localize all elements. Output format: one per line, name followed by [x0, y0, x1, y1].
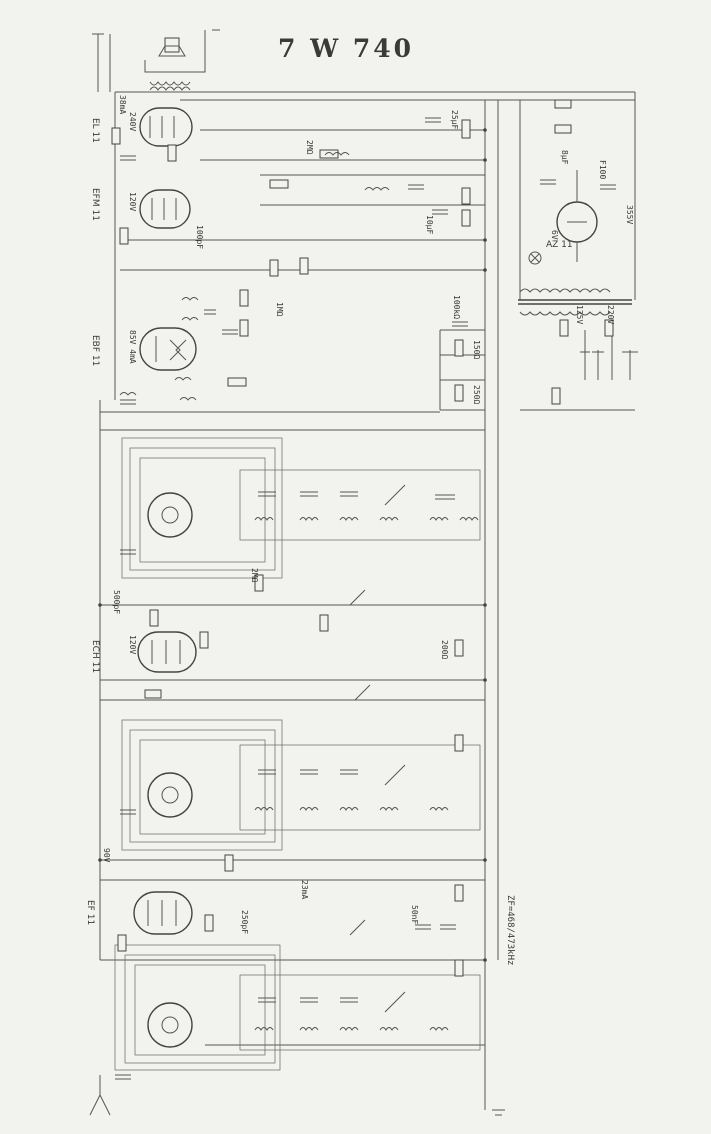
diagram-title: 7 W 740	[278, 34, 415, 63]
passive-components	[98, 99, 616, 1080]
band-switch-lower	[114, 944, 281, 1071]
tube-voltage-efm11: 120V	[128, 192, 137, 212]
coil-bank-upper	[239, 469, 481, 541]
tube-voltage-ebf11: 85V 4mA	[128, 330, 137, 364]
cap-50nf-label: 50nF	[410, 905, 419, 925]
loudspeaker	[92, 29, 220, 92]
tube-label-efm11: EFM 11	[90, 188, 100, 221]
band-switch-middle	[121, 719, 283, 851]
coil-bank-lower	[239, 974, 481, 1051]
heater-6v-label: 6V	[550, 230, 559, 240]
res-2meg-lower-label: 2MΩ	[250, 568, 259, 583]
tube-voltage-el11: 240V	[128, 112, 137, 132]
tube-label-el11: EL 11	[90, 118, 100, 144]
res-150-label: 150Ω	[472, 340, 481, 360]
band-switch-upper	[121, 437, 283, 579]
if-frequency-label: ZF=468/473kHz	[505, 895, 515, 966]
tube-efm11	[139, 189, 191, 229]
tube-ech11	[137, 631, 197, 673]
tap-220v-label: 220V	[606, 305, 615, 325]
current-23ma-label: 23mA	[300, 880, 309, 900]
voltage-355v-label: 355V	[625, 205, 634, 225]
tube-el11	[139, 107, 193, 147]
cap-25uf-label: 25µF	[450, 110, 459, 130]
current-38ma-label: 38mA	[118, 95, 127, 115]
tube-label-ef11: EF 11	[85, 900, 95, 926]
fuse-f100-label: F100	[598, 160, 607, 180]
tube-label-ebf11: EBF 11	[90, 335, 100, 367]
tube-voltage-ef11: 90V	[102, 848, 111, 863]
cap-500pf-label: 500pF	[112, 590, 121, 615]
res-1meg-label: 1MΩ	[275, 302, 284, 317]
cap-8uf-label: 8µF	[560, 150, 569, 165]
main-bus-lines	[99, 91, 636, 1116]
coil-bank-middle	[239, 744, 481, 831]
cap-100pf-label: 100pF	[195, 225, 204, 250]
cap-250pf-label: 250pF	[240, 910, 249, 935]
res-100k-label: 100kΩ	[452, 295, 461, 320]
tube-ebf11	[139, 327, 197, 371]
power-transformer	[518, 251, 638, 380]
res-200-label: 200Ω	[440, 640, 449, 660]
res-250-label: 250Ω	[472, 385, 481, 405]
cap-10uf-label: 10µF	[425, 215, 434, 235]
tube-ef11	[133, 891, 193, 935]
tube-label-ech11: ECH 11	[90, 640, 100, 674]
tube-az11	[556, 170, 598, 262]
res-2meg-label: 2MΩ	[305, 140, 314, 155]
tube-voltage-ech11: 120V	[128, 635, 137, 655]
tap-125v-label: 125V	[575, 305, 584, 325]
antenna-symbol	[89, 1075, 111, 1116]
tube-label-az11: AZ 11	[546, 240, 573, 250]
